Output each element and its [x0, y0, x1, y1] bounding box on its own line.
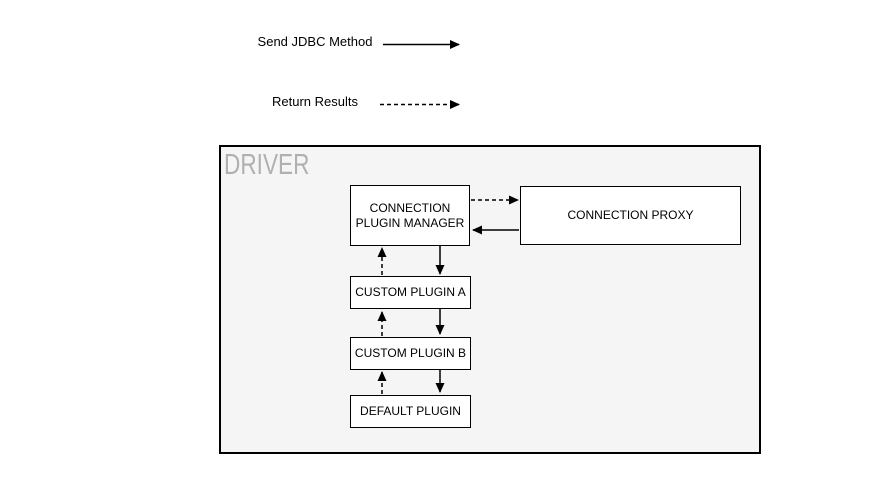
legend-label-return-results: Return Results [272, 94, 358, 109]
driver-container-label: DRIVER [224, 149, 310, 181]
node-custom-plugin-a: CUSTOM PLUGIN A [350, 276, 471, 309]
node-default-plugin-label: DEFAULT PLUGIN [360, 404, 461, 418]
node-connection-proxy-label: CONNECTION PROXY [567, 208, 694, 222]
node-default-plugin: DEFAULT PLUGIN [350, 395, 471, 428]
node-connection-proxy: CONNECTION PROXY [520, 186, 741, 245]
node-custom-plugin-b-label: CUSTOM PLUGIN B [354, 346, 467, 360]
legend-label-send-jdbc-method: Send JDBC Method [257, 34, 373, 49]
node-connection-plugin-manager: CONNECTION PLUGIN MANAGER [350, 185, 470, 246]
node-custom-plugin-b: CUSTOM PLUGIN B [350, 337, 471, 370]
node-custom-plugin-a-label: CUSTOM PLUGIN A [355, 285, 466, 299]
node-connection-plugin-manager-label: CONNECTION PLUGIN MANAGER [355, 200, 465, 230]
